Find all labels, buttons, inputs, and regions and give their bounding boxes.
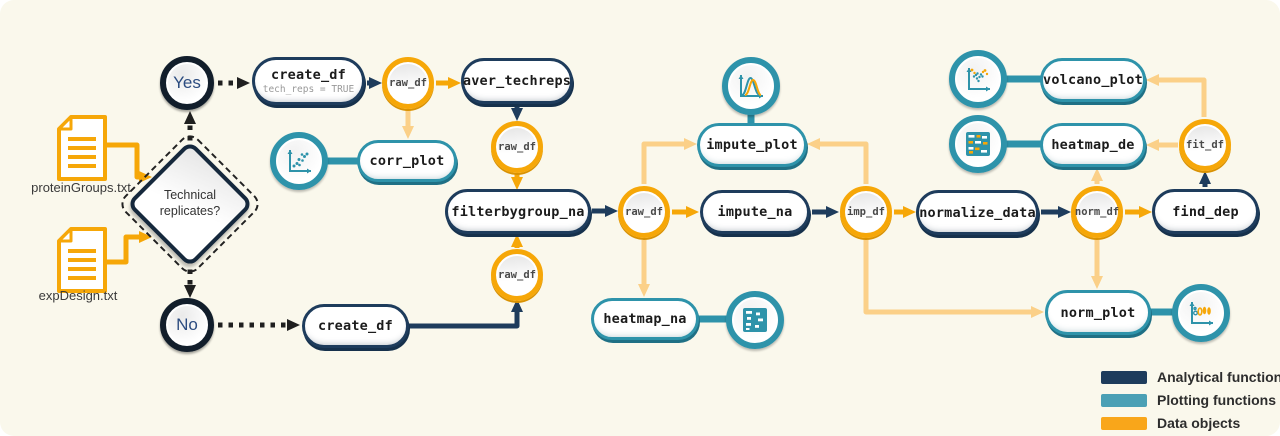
- heatmap-na-icon: [726, 291, 784, 349]
- file-icon: [57, 115, 107, 181]
- file-label: proteinGroups.txt: [31, 180, 131, 195]
- edge-proteingroups-to-decision: [107, 142, 152, 183]
- edge-fit-df-to-volcano-plot: [1146, 74, 1207, 117]
- data-raw-df: raw_df: [491, 121, 543, 173]
- legend-item-plotting: Plotting functions: [1101, 392, 1280, 408]
- edge-expdesign-to-decision: [107, 231, 152, 265]
- node-heatmap-na: heatmap_na: [591, 298, 699, 340]
- node-create-df-no: create_df: [302, 304, 409, 348]
- data-norm-df: norm_df: [1071, 186, 1123, 238]
- legend: Analytical functions Plotting functions …: [1101, 369, 1280, 431]
- heatmap-de-icon: [949, 115, 1007, 173]
- node-find-dep: find_dep: [1152, 189, 1259, 234]
- node-corr-plot: corr_plot: [357, 140, 457, 182]
- data-raw-df: raw_df: [491, 249, 543, 301]
- legend-swatch-analytical: [1101, 370, 1147, 384]
- node-norm-plot: norm_plot: [1045, 290, 1151, 335]
- boxplot-icon: [1172, 284, 1230, 342]
- node-filterbygroup-na: filterbygroup_na: [445, 189, 591, 234]
- node-aver-techreps: aver_techreps: [461, 58, 573, 104]
- node-create-df-yes: create_df tech_reps = TRUE: [252, 57, 365, 105]
- data-imp-df: imp_df: [840, 186, 892, 238]
- data-fit-df: fit_df: [1179, 119, 1231, 171]
- legend-swatch-data: [1101, 416, 1147, 430]
- data-raw-df: raw_df: [382, 57, 434, 109]
- scatter-plot-icon: [270, 132, 328, 190]
- volcano-plot-icon: [949, 50, 1007, 108]
- node-impute-plot: impute_plot: [697, 123, 807, 167]
- edge-imp-df-to-impute-plot: [807, 138, 869, 184]
- no-node: No: [160, 298, 214, 352]
- edge-create-df-no-to-raw-df: [409, 299, 523, 329]
- node-heatmap-de: heatmap_de: [1040, 123, 1146, 167]
- node-volcano-plot: volcano_plot: [1040, 58, 1146, 102]
- node-impute-na: impute_na: [700, 190, 810, 234]
- node-create-df-args: tech_reps = TRUE: [262, 84, 355, 95]
- file-label: expDesign.txt: [38, 288, 118, 303]
- legend-swatch-plotting: [1101, 393, 1147, 407]
- density-plot-icon: [722, 57, 780, 115]
- data-raw-df: raw_df: [618, 186, 670, 238]
- node-normalize-data: normalize_data: [916, 190, 1039, 235]
- edge-raw-df-to-impute-plot: [641, 138, 697, 184]
- file-icon: [57, 227, 107, 293]
- decision-question: Technical replicates?: [159, 188, 221, 218]
- legend-item-analytical: Analytical functions: [1101, 369, 1280, 385]
- legend-item-data: Data objects: [1101, 415, 1280, 431]
- decision-diamond: Technical replicates?: [116, 130, 264, 278]
- yes-node: Yes: [160, 56, 214, 110]
- edge-imp-df-to-norm-plot: [863, 240, 1044, 318]
